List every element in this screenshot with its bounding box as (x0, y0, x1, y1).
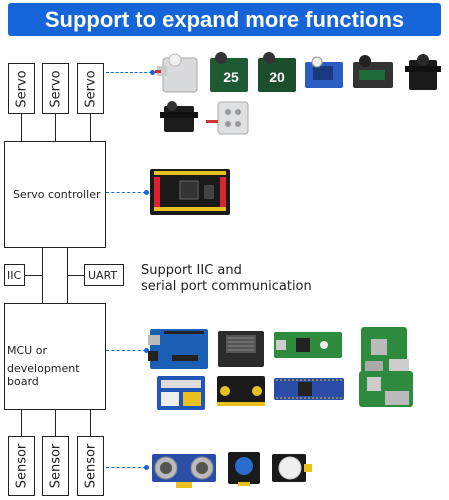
uart-box: UART (84, 264, 124, 286)
servo-green-25-picture: 25 (210, 52, 248, 92)
banner-title: Support to expand more functions (44, 6, 405, 32)
microbit-picture (217, 376, 265, 406)
iic-label: IIC (7, 269, 22, 282)
servo-black-small-picture (160, 101, 198, 132)
servo-lego-picture (206, 101, 249, 135)
pir-sensor-picture (272, 454, 312, 482)
stm32-board-picture (274, 378, 344, 400)
connector-dot (144, 465, 149, 470)
protocol-note-line2: serial port communication (141, 279, 312, 294)
servo-label-2: Servo (42, 63, 69, 114)
connector-line (90, 410, 91, 436)
servo-controller-label: Servo controller (13, 188, 101, 201)
servo-blue-picture (305, 56, 343, 88)
servo-green-20-picture: 20 (258, 52, 296, 92)
mcu-label-line1: MCU or (7, 344, 47, 357)
iic-box: IIC (4, 264, 25, 286)
dashed-connector-sensors (106, 467, 146, 468)
servo-label-1: Servo (8, 63, 35, 114)
servo-label-3: Servo (77, 63, 104, 114)
protocol-note-line1: Support IIC and (141, 263, 242, 278)
connector-line (21, 410, 22, 436)
raspberry-pi-picture (361, 327, 409, 379)
expansion-shield-picture (157, 376, 205, 410)
dashed-connector-boards (106, 350, 146, 351)
servo-controller-box: Servo controller (4, 141, 106, 248)
mcu-label-line2: development board (7, 362, 80, 388)
sensor-label-3: Sensor (77, 436, 104, 496)
connector-line (55, 410, 56, 436)
button-module-picture (228, 452, 260, 486)
ultrasonic-sensor-picture (152, 454, 216, 488)
connector-line (67, 275, 84, 276)
connector-line (25, 275, 42, 276)
connector-line (90, 114, 91, 141)
dashed-connector-controller (106, 192, 146, 193)
jetson-board-picture (218, 331, 264, 367)
raspberry-pi-pico-picture (274, 332, 342, 358)
servo-dark-picture (353, 55, 393, 88)
connector-dot (144, 348, 149, 353)
raspberry-pi-board-picture (359, 371, 413, 407)
sensor-label-2: Sensor (42, 436, 69, 496)
sensor-label-1: Sensor (8, 436, 35, 496)
mcu-box: MCU or development board (4, 303, 106, 410)
servo-white-picture (155, 53, 198, 93)
connector-line (55, 114, 56, 141)
servo-model-25: 25 (223, 69, 239, 85)
servo-model-20: 20 (269, 69, 285, 85)
arduino-uno-picture (148, 329, 208, 369)
connector-line (42, 248, 43, 303)
connector-dot (144, 190, 149, 195)
servo-black-picture (405, 54, 441, 90)
title-banner: Support to expand more functions (8, 3, 441, 36)
servo-controller-board-picture (150, 169, 230, 215)
connector-dot (150, 70, 155, 75)
connector-line (21, 114, 22, 141)
uart-label: UART (88, 269, 118, 282)
dashed-connector-servos (106, 72, 152, 73)
